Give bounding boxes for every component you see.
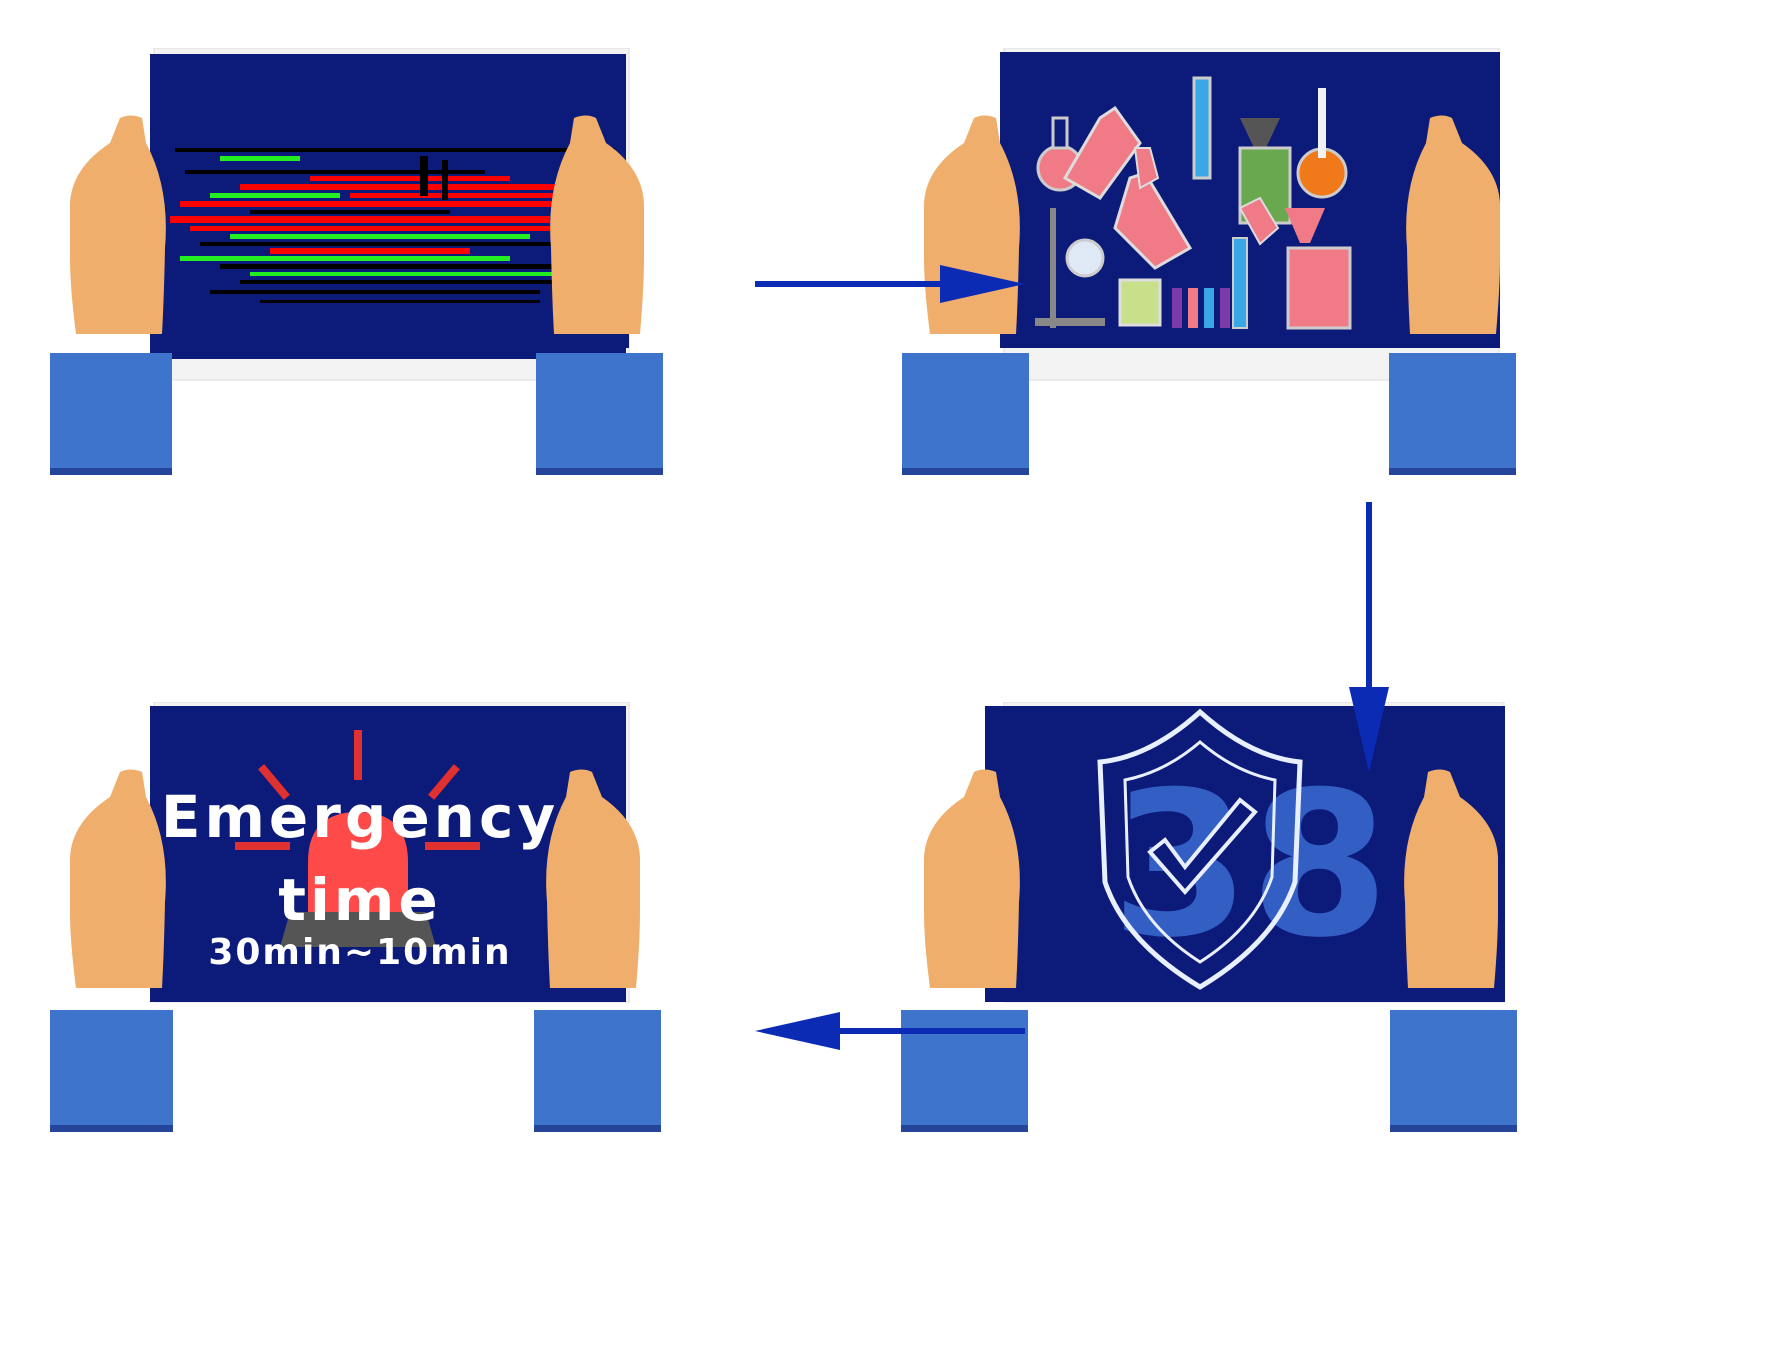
arrow-left xyxy=(755,1012,1025,1052)
siren-icon xyxy=(235,730,480,947)
emergency-title-line2: time xyxy=(278,866,441,934)
background-number: 38 xyxy=(1111,749,1389,982)
panel-emergency: Emergency time 30min~10min xyxy=(50,702,770,1222)
shield-check-icon xyxy=(1097,708,1303,990)
arrow-right xyxy=(755,265,1025,305)
emergency-duration: 30min~10min xyxy=(208,932,511,973)
panel-security: 38 xyxy=(900,702,1620,1222)
emergency-title-line1: Emergency xyxy=(161,783,559,851)
arrow-down xyxy=(1349,502,1389,772)
panel-laboratory xyxy=(900,48,1620,568)
lab-glassware-icon xyxy=(1035,76,1352,330)
dna-sequencing-reads-icon xyxy=(170,148,620,303)
panel-ngs-data xyxy=(50,48,770,568)
